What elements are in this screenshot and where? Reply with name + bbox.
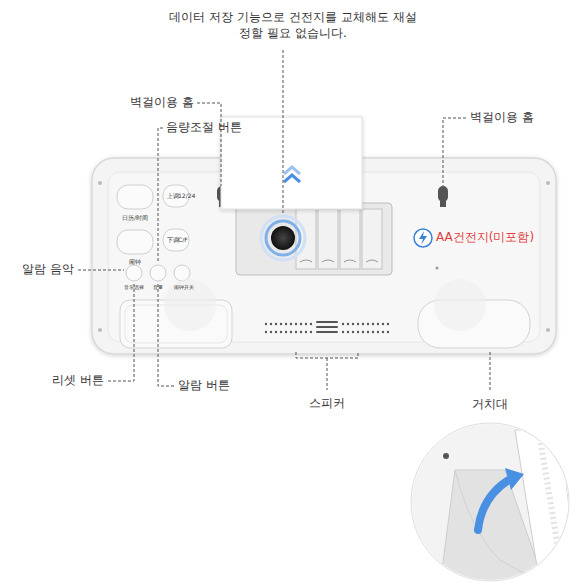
button-text: 12/24: [178, 192, 195, 200]
button-text: 音量: [153, 284, 163, 291]
part-label: 음량조절 버튼: [166, 120, 242, 136]
part-label: 알람 버튼: [178, 378, 230, 394]
button-text: C/F: [178, 236, 188, 244]
part-label: 리셋 버튼: [52, 373, 104, 389]
battery-label: AA건전지(미포함): [436, 230, 534, 246]
button-text: 闹钟: [129, 258, 141, 266]
button-text: 下调: [167, 236, 179, 244]
part-label: 거치대: [472, 397, 508, 413]
part-label: 벽걸이용 홈: [470, 110, 534, 126]
button-text: 闹钟开关: [174, 284, 194, 291]
button-text: 音乐选择: [124, 284, 144, 291]
part-label: 알람 음악: [22, 262, 74, 278]
button-text: 上调: [167, 192, 179, 200]
note-text: 데이터 저장 기능으로 건전지를 교체해도 재설정할 필요 없습니다.: [168, 10, 418, 41]
part-label: 스피커: [309, 396, 345, 412]
button-text: 日历/时间: [122, 214, 148, 222]
part-label: 벽걸이용 홈: [130, 95, 194, 111]
